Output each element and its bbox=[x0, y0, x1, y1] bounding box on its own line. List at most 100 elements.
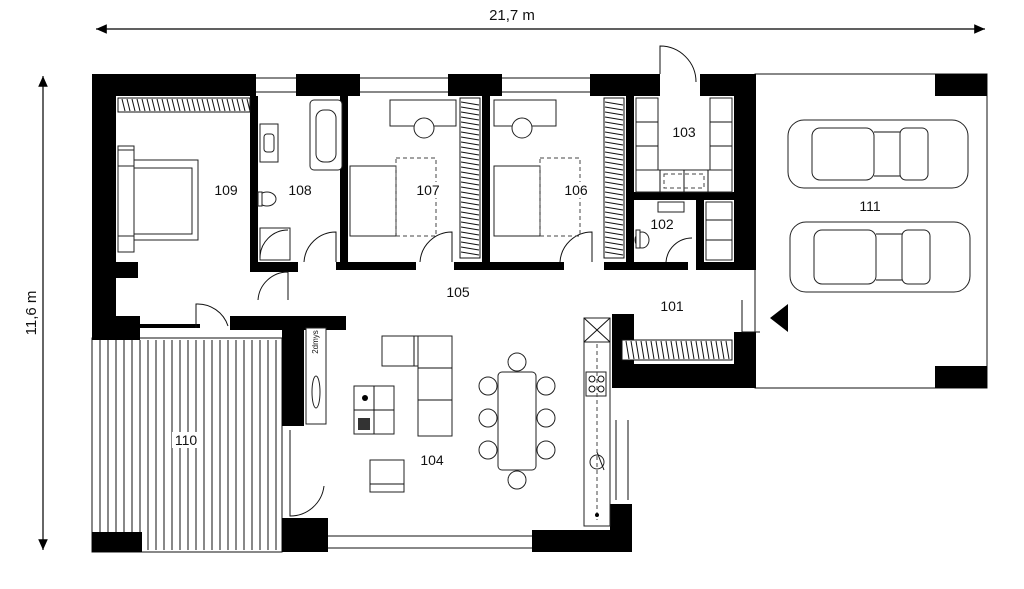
wardrobe-hanger bbox=[460, 171, 480, 176]
wardrobe-hanger bbox=[604, 176, 624, 181]
car-lower bbox=[789, 221, 971, 293]
wardrobe-hanger bbox=[460, 161, 480, 166]
wardrobe-hanger bbox=[680, 340, 685, 360]
wardrobe-hanger bbox=[460, 141, 480, 146]
dining-chair bbox=[478, 408, 498, 428]
wardrobe-hanger bbox=[655, 340, 660, 360]
wardrobe-hanger bbox=[460, 121, 480, 126]
wardrobe-hanger bbox=[460, 236, 480, 241]
wardrobe-hanger bbox=[196, 98, 201, 112]
dining-chair bbox=[507, 470, 527, 490]
wardrobe-hanger bbox=[216, 98, 221, 112]
dining-chair bbox=[536, 408, 556, 428]
wardrobe-hanger bbox=[604, 141, 624, 146]
wardrobe-hanger bbox=[136, 98, 141, 112]
wardrobe-hanger bbox=[460, 221, 480, 226]
wardrobe-hanger bbox=[695, 340, 700, 360]
wardrobe-hanger bbox=[604, 181, 624, 186]
dining-chair bbox=[478, 440, 498, 460]
room-label-104: 104 bbox=[420, 452, 444, 468]
wardrobe-hanger bbox=[460, 186, 480, 191]
wardrobe-hanger bbox=[460, 106, 480, 111]
room-label-105: 105 bbox=[446, 284, 470, 300]
wardrobe-hanger bbox=[685, 340, 690, 360]
wardrobe-hanger bbox=[604, 201, 624, 206]
wardrobe-hanger bbox=[635, 340, 640, 360]
wardrobe-hanger bbox=[625, 340, 630, 360]
wardrobe-hanger bbox=[460, 191, 480, 196]
wardrobe-hanger bbox=[231, 98, 236, 112]
walls bbox=[92, 74, 756, 552]
wardrobe-hanger bbox=[710, 340, 715, 360]
wardrobe-hanger bbox=[604, 111, 624, 116]
wardrobe-hanger bbox=[690, 340, 695, 360]
wardrobe-hanger bbox=[715, 340, 720, 360]
width-dimension-label: 21,7 m bbox=[489, 7, 535, 24]
wardrobe-hanger bbox=[460, 126, 480, 131]
garage bbox=[754, 73, 988, 389]
wardrobe-hanger bbox=[604, 246, 624, 251]
wardrobe-hanger bbox=[126, 98, 131, 112]
wardrobe-hanger bbox=[161, 98, 166, 112]
wardrobe-hanger bbox=[604, 251, 624, 256]
room-label-108: 108 bbox=[288, 182, 312, 198]
wardrobe-hanger bbox=[460, 156, 480, 161]
wardrobe-hanger bbox=[460, 111, 480, 116]
room-label-102: 102 bbox=[650, 216, 674, 232]
wardrobe-hanger bbox=[640, 340, 645, 360]
wardrobe-hanger bbox=[460, 151, 480, 156]
wardrobe-hanger bbox=[460, 196, 480, 201]
wardrobe-hanger bbox=[604, 216, 624, 221]
wardrobe-hanger bbox=[675, 340, 680, 360]
room-106-furniture bbox=[493, 99, 581, 237]
wardrobe-hanger bbox=[460, 206, 480, 211]
wardrobe-hanger bbox=[604, 236, 624, 241]
car-upper bbox=[787, 119, 969, 189]
dining-chair bbox=[478, 376, 498, 396]
wardrobe-hanger bbox=[604, 211, 624, 216]
wardrobe-hanger bbox=[460, 101, 480, 106]
wardrobe-hanger bbox=[604, 221, 624, 226]
wardrobe-hanger bbox=[645, 340, 650, 360]
wardrobe-hanger bbox=[604, 166, 624, 171]
dining-chair bbox=[536, 440, 556, 460]
wardrobe-hanger bbox=[186, 98, 191, 112]
wardrobe-hanger bbox=[246, 98, 251, 112]
wardrobe-hanger bbox=[604, 116, 624, 121]
wardrobe-hanger bbox=[460, 201, 480, 206]
wardrobe-hanger bbox=[226, 98, 231, 112]
wardrobe-hanger bbox=[201, 98, 206, 112]
wardrobe-hanger bbox=[604, 186, 624, 191]
room-103-cabinets bbox=[635, 97, 733, 193]
wardrobe-hanger bbox=[460, 166, 480, 171]
wardrobe-hanger bbox=[460, 246, 480, 251]
bathroom-108-fixtures bbox=[257, 99, 343, 261]
room-label-109: 109 bbox=[214, 182, 238, 198]
room-label-103: 103 bbox=[672, 124, 696, 140]
wardrobe-hanger bbox=[604, 101, 624, 106]
wardrobe-hanger bbox=[146, 98, 151, 112]
wardrobe-hanger bbox=[241, 98, 246, 112]
wardrobe-hanger bbox=[604, 196, 624, 201]
wardrobe-hanger bbox=[604, 171, 624, 176]
room-labels: 109 108 107 106 103 102 105 101 104 110 … bbox=[172, 124, 884, 468]
wardrobe-hanger bbox=[670, 340, 675, 360]
wardrobe-hanger bbox=[650, 340, 655, 360]
wardrobe-hanger bbox=[604, 121, 624, 126]
wardrobe-hanger bbox=[604, 146, 624, 151]
fireplace-label: 2dmys bbox=[311, 330, 320, 354]
doors bbox=[195, 45, 760, 517]
wardrobe-hanger bbox=[221, 98, 226, 112]
room-label-101: 101 bbox=[660, 298, 684, 314]
room-107-furniture bbox=[349, 99, 457, 237]
wardrobe-hanger bbox=[211, 98, 216, 112]
wardrobe-hanger bbox=[660, 340, 665, 360]
wardrobe-hanger bbox=[181, 98, 186, 112]
bed-109 bbox=[117, 145, 199, 253]
wardrobe-hanger bbox=[176, 98, 181, 112]
room-label-110: 110 bbox=[175, 432, 198, 448]
room-102-fixtures bbox=[634, 201, 733, 261]
dining-chair bbox=[507, 352, 527, 372]
wardrobe-hanger bbox=[604, 136, 624, 141]
wardrobe-hanger bbox=[171, 98, 176, 112]
